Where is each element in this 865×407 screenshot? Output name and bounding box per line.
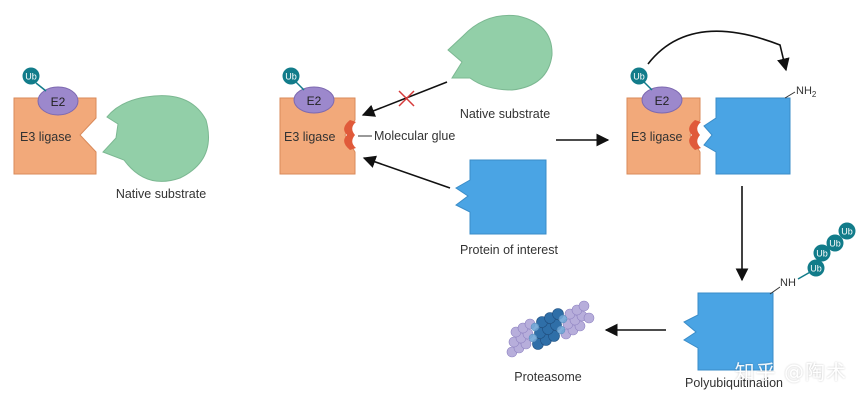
ub-tag-2 xyxy=(282,67,300,85)
ub-label: Ub xyxy=(25,72,37,82)
panel-ternary-complex: E3 ligase E2 Ub NH2 xyxy=(626,30,817,175)
polyub-ub-1 xyxy=(807,259,825,277)
polyub-ub-3 xyxy=(826,234,844,252)
panel-polyubiquitination: NH Ub Ub Ub Ub Polyubiquitination xyxy=(683,222,856,390)
protein-of-interest-shape xyxy=(455,159,547,235)
native-substrate-shape xyxy=(102,95,210,182)
ub-tag-3 xyxy=(630,67,648,85)
e2-label-3: E2 xyxy=(655,94,670,108)
panel-native-substrate-blocked: Native substrate xyxy=(361,14,553,121)
e2-enzyme-2 xyxy=(293,86,335,114)
arrow-ub-transfer xyxy=(647,30,790,72)
polyub-ub-2 xyxy=(813,244,831,262)
protein-of-interest-label: Protein of interest xyxy=(460,243,558,257)
ub-tag xyxy=(22,67,40,85)
proteasome: Proteasome xyxy=(506,300,595,384)
ub-label-2: Ub xyxy=(285,72,297,82)
e3-ligase-label-2: E3 ligase xyxy=(284,130,335,144)
native-substrate-label: Native substrate xyxy=(116,187,206,201)
e2-enzyme xyxy=(37,86,79,116)
e3-ligase-shape xyxy=(13,97,97,175)
molecular-glue-label: Molecular glue xyxy=(374,129,455,143)
panel-glue-bound-e3: E3 ligase E2 Ub Molecular glue xyxy=(279,67,455,175)
panel-native-binding: E3 ligase E2 Ub Native substrate xyxy=(13,67,210,201)
polyub-protein-shape xyxy=(683,292,774,371)
e2-enzyme-3 xyxy=(641,86,683,114)
e2-label-2: E2 xyxy=(307,94,322,108)
molecular-glue-shape xyxy=(344,120,356,150)
nh2-label: NH2 xyxy=(796,85,817,99)
e3-ligase-label: E3 ligase xyxy=(20,130,71,144)
e2-label: E2 xyxy=(51,95,66,109)
panel-protein-of-interest: Protein of interest xyxy=(362,155,559,257)
arrow-poi-to-e3 xyxy=(362,155,451,189)
protein-of-interest-shape-2 xyxy=(703,97,791,175)
molecular-glue-shape-2 xyxy=(689,120,701,150)
polyub-ub-3-label: Ub xyxy=(829,239,841,249)
watermark: 知乎 @陶术 xyxy=(734,360,847,384)
polyub-ub-4 xyxy=(838,222,856,240)
native-substrate-shape-2 xyxy=(447,14,553,91)
nh-label: NH xyxy=(780,277,796,289)
polyub-ub-1-label: Ub xyxy=(810,264,822,274)
ub-label-3: Ub xyxy=(633,72,645,82)
e3-ligase-label-3: E3 ligase xyxy=(631,130,682,144)
proteasome-label: Proteasome xyxy=(514,370,581,384)
native-substrate-label-2: Native substrate xyxy=(460,107,550,121)
polyub-ub-4-label: Ub xyxy=(841,227,853,237)
polyubiquitination-label: Polyubiquitination xyxy=(685,376,783,390)
polyub-ub-2-label: Ub xyxy=(816,249,828,259)
arrow-blocked xyxy=(361,81,448,117)
